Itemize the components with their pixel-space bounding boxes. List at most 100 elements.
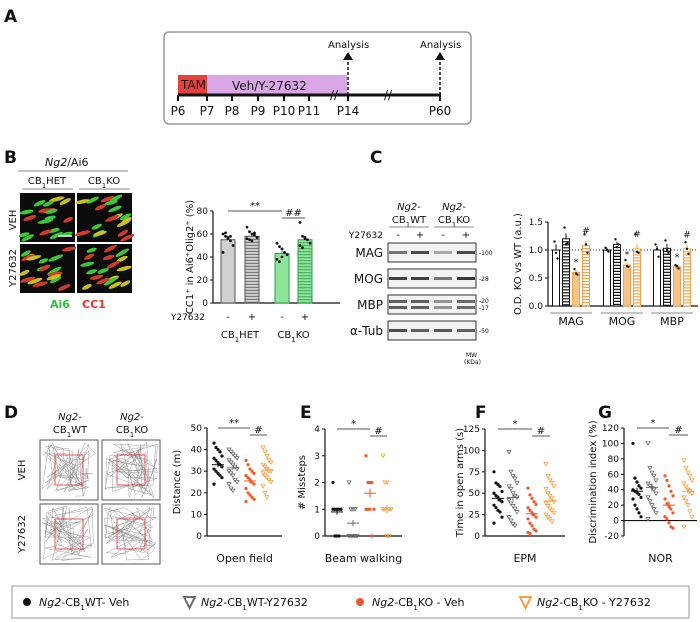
y-axis-label: # Missteps (297, 455, 308, 510)
treatment-sign: + (416, 230, 424, 241)
data-point (264, 475, 270, 481)
timeline-day-label: P60 (429, 104, 452, 118)
scatter-group (663, 474, 675, 530)
data-point (234, 467, 240, 472)
bar-group (552, 240, 560, 307)
blot-band (434, 251, 452, 254)
data-point (352, 507, 358, 512)
significance-label: # (537, 426, 545, 437)
data-point (637, 251, 640, 254)
data-point (547, 516, 553, 522)
data-point (607, 250, 610, 253)
column-header-italic: Ng2- (120, 412, 144, 423)
x-axis-label: Beam walking (325, 552, 402, 565)
significance-label: # (674, 425, 682, 436)
cell-blob (86, 269, 98, 275)
timeline-day-label: P8 (225, 104, 240, 118)
treatment-label: Y27632 (348, 231, 383, 241)
data-point (634, 233, 637, 236)
data-point (264, 454, 270, 459)
legend-item: Ng2-CB1KO - Veh (356, 596, 465, 612)
data-point (245, 225, 249, 229)
data-point (506, 515, 512, 520)
data-point (654, 243, 657, 246)
data-point (512, 523, 518, 529)
open-field-track (39, 439, 99, 501)
blot-band (457, 306, 475, 309)
data-point (226, 237, 230, 241)
bar-group (613, 238, 621, 307)
cell-blob (96, 277, 110, 285)
label-text: HET (239, 330, 260, 341)
data-point (614, 238, 617, 241)
y-tick-label: 0.5 (529, 274, 543, 284)
label-subscript: 1 (413, 604, 417, 612)
data-point (543, 512, 549, 518)
data-point (510, 474, 516, 479)
data-point (364, 454, 368, 458)
data-point (255, 236, 259, 239)
data-point (543, 501, 549, 507)
data-point (262, 490, 268, 496)
treatment-sign: - (226, 312, 230, 323)
cell-blob (93, 230, 107, 237)
data-point (573, 267, 576, 271)
panel-b-title: Ng2/Ai6 (45, 156, 89, 169)
data-point (615, 246, 619, 249)
data-point (250, 232, 254, 236)
data-point (528, 521, 532, 525)
treatment-sign: + (301, 312, 309, 323)
data-point (514, 480, 520, 486)
legend-label: Ng2-CB1WT-Y27632 (201, 596, 308, 612)
row-label: Y27632 (17, 515, 28, 554)
data-point (605, 248, 609, 252)
bar (274, 253, 290, 304)
data-point (637, 484, 641, 488)
bar-group (633, 233, 641, 307)
mw-unit: (KDa) (464, 359, 481, 366)
cell-blob (27, 277, 43, 285)
data-point (248, 493, 252, 497)
data-point (308, 241, 312, 245)
cell-blob (48, 254, 64, 262)
data-point (230, 451, 236, 457)
significance-label: * (513, 419, 518, 430)
data-point (228, 486, 234, 492)
y-tick-label: 20 (191, 489, 203, 499)
panel-label-e: E (300, 403, 312, 423)
y-axis-label: CC1⁺ in Ai6⁺Olig2⁺ (%) (185, 200, 196, 314)
label-text: KO - Veh (418, 596, 465, 609)
y-tick-label: 20 (197, 276, 209, 286)
y-tick-label: 30 (191, 467, 203, 477)
track-path (41, 442, 96, 497)
label-subscript: 1 (102, 182, 106, 190)
data-point (645, 517, 651, 522)
data-point (528, 493, 532, 497)
cell-blob (21, 234, 34, 242)
data-point (624, 258, 627, 262)
bar-group (673, 263, 681, 307)
open-triangle-icon (518, 596, 533, 611)
treatment-sign: + (248, 312, 256, 323)
data-point (528, 531, 532, 536)
blot-label: MOG (354, 272, 383, 286)
bar-group (572, 267, 580, 307)
x-axis-label: NOR (648, 552, 673, 565)
cell-blob (37, 218, 54, 224)
column-header: CB1HET (28, 176, 67, 190)
data-point (512, 476, 518, 482)
y-tick-label: 1.5 (529, 218, 543, 228)
molecular-weight-label: -100 (479, 250, 493, 257)
data-point (230, 473, 236, 479)
data-point (228, 460, 234, 466)
legend-item: Ng2-CB1WT-Y27632 (182, 596, 308, 612)
data-point (549, 519, 555, 525)
cell-blob (121, 217, 132, 224)
data-point (635, 507, 639, 511)
data-point (653, 478, 659, 484)
column-header: CB1KO (438, 215, 470, 229)
label-italic: Ng2 (39, 596, 61, 609)
label-text: KO (456, 215, 470, 226)
data-point (214, 458, 218, 462)
